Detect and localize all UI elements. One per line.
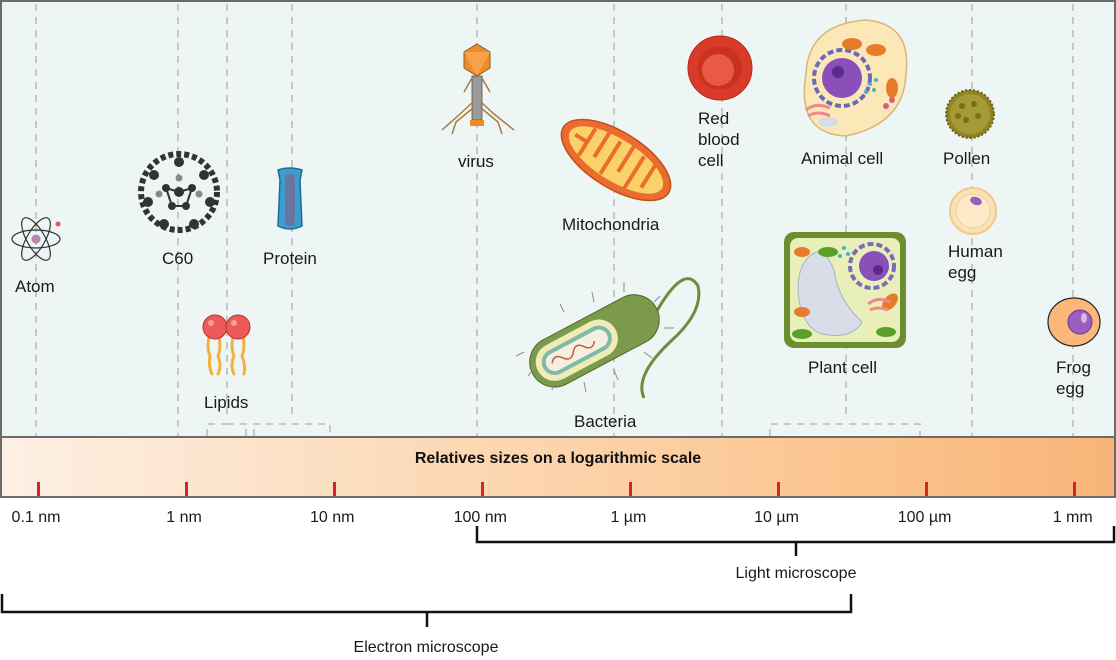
pollen-icon <box>945 89 995 139</box>
label-mitochondria: Mitochondria <box>562 215 660 234</box>
label-human-egg-line1: Human <box>948 242 1003 261</box>
light-microscope-label: Light microscope <box>735 565 857 582</box>
c60-icon <box>138 151 220 233</box>
tick-label: 0.1 nm <box>11 509 61 526</box>
red-blood-cell-icon <box>687 35 753 101</box>
label-pollen: Pollen <box>943 149 991 168</box>
label-plant-cell: Plant cell <box>808 358 877 377</box>
connector-cells <box>769 423 921 436</box>
bacteria-icon <box>515 277 701 399</box>
label-atom: Atom <box>15 277 55 296</box>
human-egg-icon <box>949 187 997 235</box>
label-c60: C60 <box>162 249 194 268</box>
virus-icon <box>441 43 515 135</box>
label-animal-cell: Animal cell <box>801 149 884 168</box>
light-microscope-bracket <box>475 526 1116 544</box>
label-lipids: Lipids <box>204 393 249 412</box>
tick-mark <box>480 482 484 496</box>
electron-microscope-label: Electron microscope <box>353 639 499 656</box>
animal-cell-icon <box>803 19 908 137</box>
label-protein: Protein <box>263 249 317 268</box>
tick-label: 1 nm <box>166 509 202 526</box>
tick-mark <box>925 482 929 496</box>
tick-label: 10 µm <box>754 509 799 526</box>
atom-icon <box>11 217 61 261</box>
label-frog-egg-line2: egg <box>1056 379 1085 398</box>
tick-mark <box>628 482 632 496</box>
scale-title: Relatives sizes on a logarithmic scale <box>414 450 702 467</box>
tick-mark <box>36 482 40 496</box>
frog-egg-icon <box>1047 297 1101 347</box>
tick-mark <box>777 482 780 496</box>
label-rbc-line1: Red <box>698 109 730 128</box>
label-rbc-line2: blood <box>698 130 740 149</box>
tick-label: 100 nm <box>453 509 507 526</box>
tick-mark <box>332 482 336 496</box>
label-rbc-line3: cell <box>698 151 724 170</box>
lipids-icon <box>202 314 251 376</box>
label-virus: virus <box>458 152 494 171</box>
tick-mark <box>1073 482 1077 496</box>
connector-lipid-protein <box>206 423 331 436</box>
log-scale-bar: Relatives sizes on a logarithmic scale <box>0 436 1116 498</box>
tick-label: 1 µm <box>610 509 647 526</box>
label-frog-egg-line1: Frog <box>1056 358 1091 377</box>
label-bacteria: Bacteria <box>574 412 637 431</box>
tick-label: 1 mm <box>1052 509 1093 526</box>
mitochondria-icon <box>560 118 672 202</box>
label-human-egg-line2: egg <box>948 263 977 282</box>
tick-label: 10 nm <box>309 509 355 526</box>
protein-icon <box>277 167 303 230</box>
tick-label: 100 µm <box>897 509 952 526</box>
electron-microscope-bracket <box>0 594 853 614</box>
tick-mark <box>184 482 188 496</box>
plant-cell-icon <box>784 232 906 348</box>
